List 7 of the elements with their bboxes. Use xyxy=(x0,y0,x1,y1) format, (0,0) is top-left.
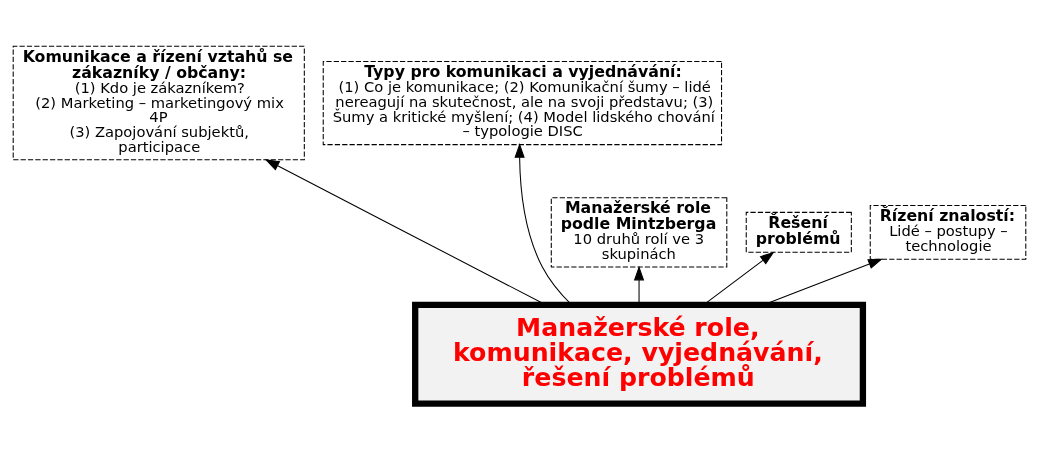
node-box: Manažerské role podle Mintzberga 10 druhů rolí ve 3 skupinách xyxy=(550,197,727,268)
node-box: Typy pro komunikaci a vyjednávání: (1) Co je komunikace; (2) Komunikační šumy – lidé nereagují na skutečnost, ale na svoji představu; (3) Šumy a kritické myšlení; (4) Model lidského chování – typologie DISC xyxy=(322,61,722,146)
node-box: Komunikace a řízení vztahů se zákazníky / občany: (1) Kdo je zákazníkem? (2) Marketing – marketingový mix 4P (3) Zapojování subjektů, participace xyxy=(12,45,305,161)
node-box: Řešení problémů xyxy=(745,211,852,253)
node-box: Řízení znalostí: Lidé – postupy – technologie xyxy=(869,205,1026,260)
arrow xyxy=(513,143,572,305)
node-box: Manažerské role, komunikace, vyjednávání, řešení problémů xyxy=(411,301,866,407)
